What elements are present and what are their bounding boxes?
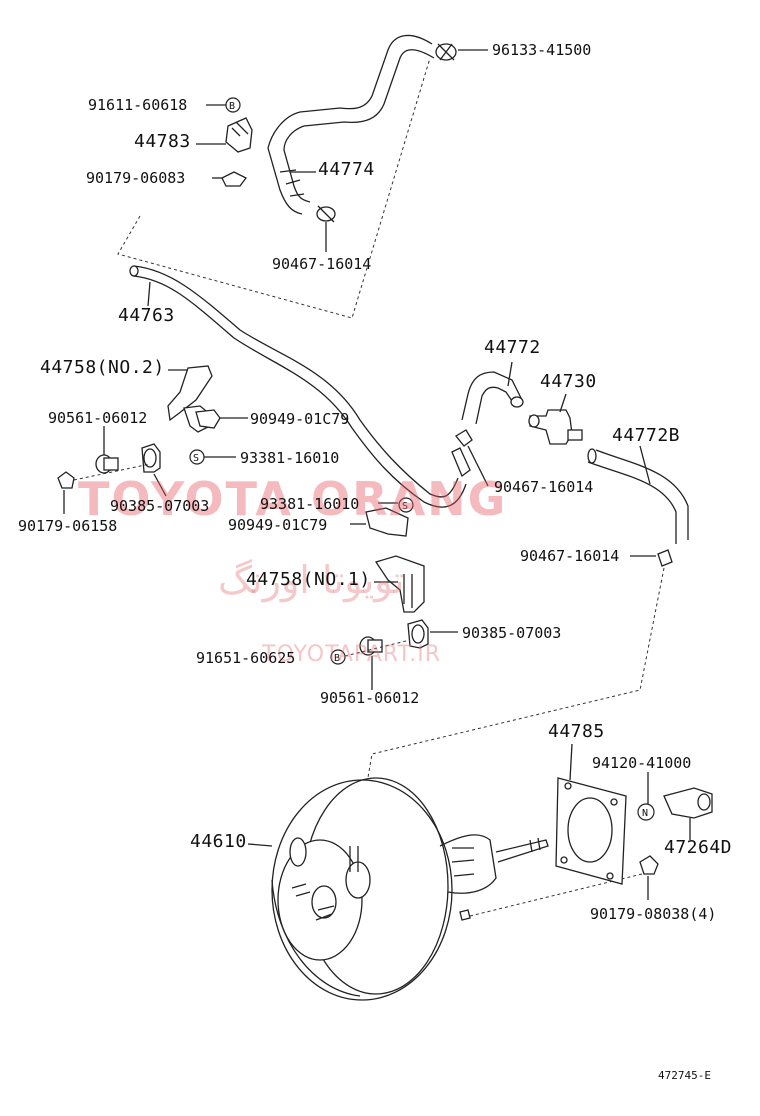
clip-96133 [435, 43, 457, 61]
label-94120-41000: 94120-41000 [592, 754, 692, 772]
label-44772: 44772 [484, 337, 541, 358]
nut-90179-06158 [57, 471, 75, 489]
screw-symbol-s-b: S [402, 501, 408, 512]
bolt-symbol-b: B [229, 101, 235, 112]
label-44758-no2: 44758(NO.2) [40, 357, 165, 378]
label-90561-06012-b: 90561-06012 [320, 689, 420, 707]
label-90385-07003-a: 90385-07003 [110, 497, 210, 515]
label-44772b: 44772B [612, 425, 681, 446]
cushion-90385-a [141, 443, 161, 473]
label-96133-41500: 96133-41500 [492, 41, 592, 59]
label-90949-01c79-b: 90949-01C79 [228, 516, 328, 534]
label-90179-06083: 90179-06083 [86, 169, 186, 187]
label-44774: 44774 [318, 159, 375, 180]
hose-44772b [587, 448, 689, 544]
label-90179-08038: 90179-08038(4) [590, 905, 717, 923]
label-47264d: 47264D [664, 837, 733, 858]
label-44785: 44785 [548, 721, 605, 742]
check-valve-44730 [528, 409, 583, 445]
label-44763: 44763 [118, 305, 175, 326]
cushion-90385-b [407, 619, 429, 649]
label-91611-60618: 91611-60618 [88, 96, 188, 114]
nut-90179-08038 [639, 855, 659, 875]
bracket-44783 [225, 117, 253, 153]
label-90561-06012-a: 90561-06012 [48, 409, 148, 427]
clamp-90467-lower [657, 549, 673, 567]
gasket-44785 [555, 777, 627, 885]
nut-symbol-n: N [642, 808, 648, 819]
leader-dashed-lower [357, 567, 665, 837]
label-44758-no1: 44758(NO.1) [246, 569, 371, 590]
brake-booster-44610 [271, 777, 549, 1001]
hose-44772 [461, 371, 524, 425]
diagram-id: 472745-E [658, 1069, 711, 1082]
label-90467-16014-mid: 90467-16014 [494, 478, 594, 496]
nut-90179-06083 [221, 171, 247, 187]
label-90385-07003-b: 90385-07003 [462, 624, 562, 642]
label-93381-16010-a: 93381-16010 [240, 449, 340, 467]
tube-44763 [129, 265, 467, 508]
clamp-90467-upper [316, 205, 336, 223]
collar-90561-b [359, 636, 383, 656]
collar-90561-a [95, 454, 119, 474]
label-44783: 44783 [134, 131, 191, 152]
hose-44774 [267, 34, 435, 215]
bracket-44758-no1 [374, 555, 425, 613]
label-91651-60625: 91651-60625 [196, 649, 296, 667]
nut-94120-symbol [637, 803, 655, 821]
leader-dashed-upper [117, 57, 431, 319]
label-90949-01c79-a: 90949-01C79 [250, 410, 350, 428]
bolt-91651-symbol [330, 649, 346, 665]
label-44610: 44610 [190, 831, 247, 852]
label-90179-06158: 90179-06158 [18, 517, 118, 535]
label-44730: 44730 [540, 371, 597, 392]
bolt-symbol-b-2: B [334, 653, 340, 664]
label-90467-16014-lower: 90467-16014 [520, 547, 620, 565]
screw-symbol-s-a: S [193, 453, 199, 464]
screw-93381-symbol-b [398, 497, 414, 513]
clip-90949-no2 [195, 409, 221, 429]
label-90467-16014-upper: 90467-16014 [272, 255, 372, 273]
clevis-47264d [663, 787, 713, 819]
label-93381-16010-b: 93381-16010 [260, 495, 360, 513]
clamp-90467-mid [451, 429, 473, 478]
clip-90949-no1 [365, 507, 409, 537]
